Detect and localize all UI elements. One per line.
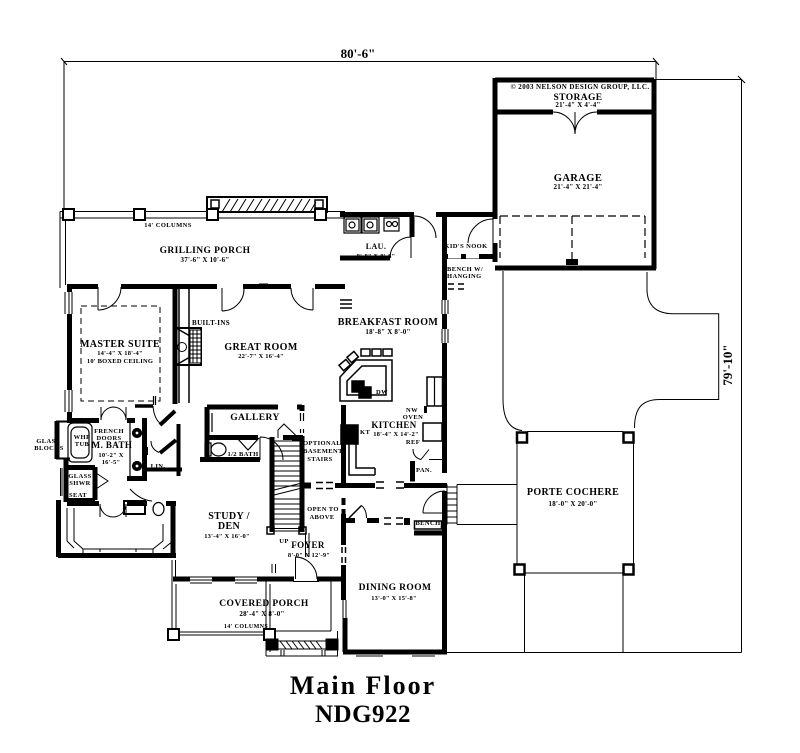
svg-text:GALLERY: GALLERY <box>230 413 279 423</box>
svg-text:BREAKFAST ROOM: BREAKFAST ROOM <box>338 317 439 328</box>
svg-text:PAN.: PAN. <box>416 467 432 474</box>
svg-text:UP: UP <box>279 538 288 545</box>
svg-text:COVERED PORCH: COVERED PORCH <box>219 599 309 609</box>
svg-text:18'-0" X 20'-0": 18'-0" X 20'-0" <box>549 500 598 508</box>
svg-text:© 2003 NELSON DESIGN GROUP, LL: © 2003 NELSON DESIGN GROUP, LLC. <box>511 83 650 91</box>
svg-text:HANGING: HANGING <box>447 273 482 280</box>
svg-text:GLASS: GLASS <box>36 438 59 445</box>
svg-text:M. BATH: M. BATH <box>92 440 133 450</box>
svg-text:SEAT: SEAT <box>69 492 87 499</box>
svg-text:10' BOXED CEILING: 10' BOXED CEILING <box>87 358 153 365</box>
svg-text:18'-4" X 14'-2": 18'-4" X 14'-2" <box>373 431 419 438</box>
svg-text:GREAT ROOM: GREAT ROOM <box>224 342 298 353</box>
svg-text:STORAGE: STORAGE <box>553 93 602 103</box>
svg-text:LAU.: LAU. <box>366 242 387 251</box>
svg-text:OVEN: OVEN <box>403 414 423 421</box>
svg-text:SHWR: SHWR <box>69 480 90 487</box>
svg-text:14'-4" X 18'-4": 14'-4" X 18'-4" <box>97 350 143 357</box>
svg-text:10'-2" X: 10'-2" X <box>98 452 123 459</box>
svg-text:DEN: DEN <box>218 521 241 532</box>
svg-text:37'-6" X 10'-6": 37'-6" X 10'-6" <box>181 256 230 264</box>
svg-text:KITCHEN: KITCHEN <box>371 420 416 430</box>
svg-text:REF: REF <box>406 439 420 446</box>
svg-text:21'-4" X 21'-4": 21'-4" X 21'-4" <box>554 183 603 191</box>
svg-text:Main Floor: Main Floor <box>290 671 436 700</box>
svg-text:TUB: TUB <box>75 441 90 448</box>
svg-text:13'-0" X 15'-8": 13'-0" X 15'-8" <box>371 595 417 602</box>
svg-text:NW: NW <box>406 407 418 414</box>
svg-text:OPEN TO: OPEN TO <box>307 506 339 513</box>
svg-text:8'-8" X 8'-8": 8'-8" X 8'-8" <box>357 253 396 260</box>
svg-text:ABOVE: ABOVE <box>309 514 334 521</box>
svg-text:OPTIONAL: OPTIONAL <box>303 440 341 447</box>
svg-text:LIN.: LIN. <box>151 463 166 470</box>
svg-text:14' COLUMNS: 14' COLUMNS <box>144 222 192 229</box>
svg-text:WHP: WHP <box>74 434 91 441</box>
svg-text:8'-0" X 12'-9": 8'-0" X 12'-9" <box>288 552 330 559</box>
svg-text:DW: DW <box>376 389 388 396</box>
svg-text:PORTE COCHERE: PORTE COCHERE <box>527 487 619 498</box>
svg-text:18'-8" X 8'-0": 18'-8" X 8'-0" <box>365 328 410 336</box>
svg-text:1/2 BATH: 1/2 BATH <box>227 451 258 458</box>
svg-text:28'-4" X 8'-0": 28'-4" X 8'-0" <box>239 610 284 618</box>
svg-text:GLASS: GLASS <box>68 473 91 480</box>
svg-text:DINING ROOM: DINING ROOM <box>359 583 432 593</box>
svg-text:STAIRS: STAIRS <box>307 456 332 463</box>
svg-text:BENCH: BENCH <box>415 520 440 527</box>
svg-text:BENCH W/: BENCH W/ <box>447 266 483 273</box>
svg-text:BUILT-INS: BUILT-INS <box>192 319 230 327</box>
svg-text:BLOCKS: BLOCKS <box>34 445 64 452</box>
svg-text:KID'S NOOK: KID'S NOOK <box>444 243 487 250</box>
svg-text:21'-4" X 4'-4": 21'-4" X 4'-4" <box>555 101 600 109</box>
svg-text:KT: KT <box>360 429 370 436</box>
svg-text:GARAGE: GARAGE <box>554 173 603 184</box>
svg-text:14' COLUMNS: 14' COLUMNS <box>224 624 268 630</box>
svg-text:22'-7" X 16'-4": 22'-7" X 16'-4" <box>238 353 284 360</box>
svg-text:80'-6": 80'-6" <box>341 46 376 61</box>
svg-text:13'-4" X 16'-0": 13'-4" X 16'-0" <box>204 533 250 540</box>
svg-text:BASEMENT: BASEMENT <box>303 448 343 455</box>
svg-text:FOYER: FOYER <box>291 540 325 550</box>
svg-text:STUDY /: STUDY / <box>208 511 250 522</box>
svg-text:GRILLING PORCH: GRILLING PORCH <box>160 246 251 256</box>
svg-text:16'-5": 16'-5" <box>102 459 121 466</box>
svg-text:FRENCH: FRENCH <box>94 428 124 435</box>
svg-text:DOORS: DOORS <box>96 435 121 442</box>
svg-text:79'-10": 79'-10" <box>720 344 735 385</box>
svg-text:NDG922: NDG922 <box>315 701 411 728</box>
svg-text:MASTER SUITE: MASTER SUITE <box>80 339 160 350</box>
